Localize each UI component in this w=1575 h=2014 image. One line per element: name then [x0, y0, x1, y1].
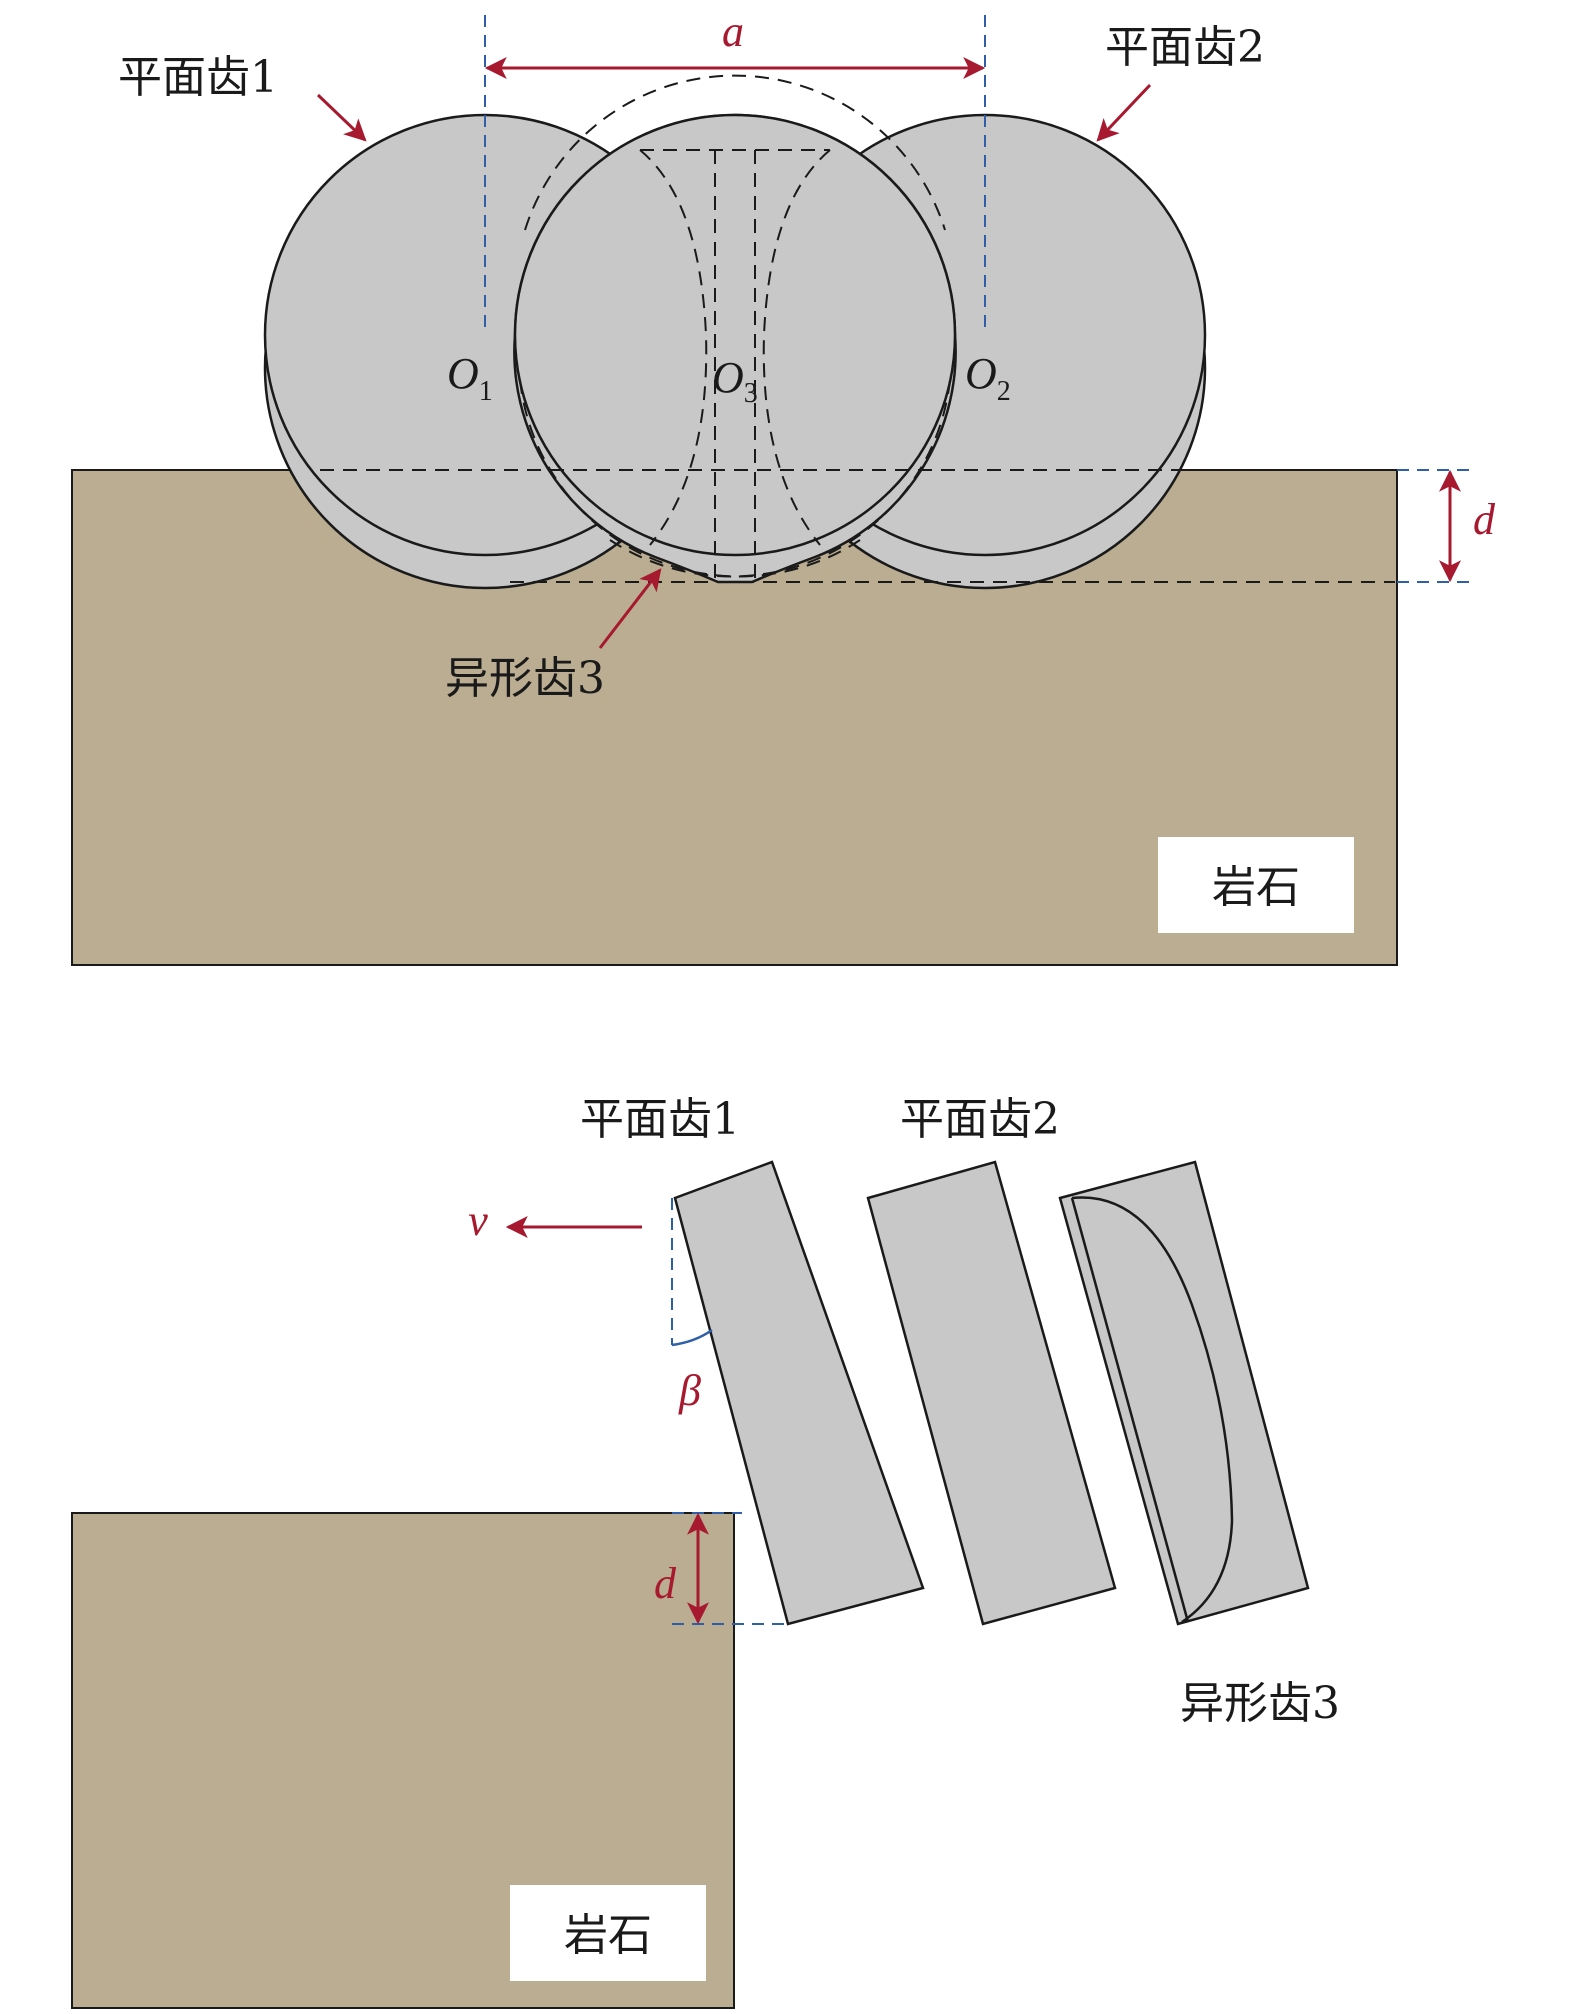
top-cutter-3 — [513, 113, 957, 584]
top-rock-label: 岩石 — [1212, 862, 1300, 913]
side-guide-lines — [671, 1198, 788, 1625]
center-o2-label: O2 — [965, 349, 1011, 407]
side-depth-symbol: d — [654, 1559, 677, 1608]
top-rock-label-box — [1158, 837, 1354, 933]
top-leader-tooth-2 — [1096, 83, 1152, 142]
top-depth-symbol: d — [1473, 495, 1496, 544]
side-rock-label-box — [510, 1885, 706, 1981]
rake-angle-symbol: β — [678, 1366, 701, 1415]
rake-angle-arc — [671, 1328, 713, 1347]
side-label-tooth-1: 平面齿1 — [580, 1094, 740, 1145]
velocity-symbol: v — [468, 1196, 488, 1245]
top-leader-tooth-3 — [598, 568, 662, 649]
side-cutter-1 — [673, 1160, 925, 1626]
side-view: 岩石 v β d 平面齿1 平面齿2 异形齿3 — [71, 1094, 1340, 2009]
side-cutter-2 — [866, 1160, 1117, 1626]
spacing-symbol: a — [722, 7, 744, 56]
top-label-tooth-3: 异形齿3 — [445, 653, 605, 704]
center-o3-label: O3 — [712, 353, 758, 409]
center-o1-label: O1 — [447, 349, 493, 407]
side-rock-label: 岩石 — [564, 1910, 652, 1961]
side-cutter-3 — [1058, 1160, 1310, 1626]
side-label-tooth-3: 异形齿3 — [1180, 1678, 1340, 1729]
top-view: 岩石 — [71, 7, 1496, 966]
side-label-tooth-2: 平面齿2 — [900, 1094, 1060, 1145]
top-label-tooth-2: 平面齿2 — [1105, 22, 1265, 73]
top-leader-tooth-1 — [316, 93, 367, 142]
top-label-tooth-1: 平面齿1 — [118, 52, 278, 103]
